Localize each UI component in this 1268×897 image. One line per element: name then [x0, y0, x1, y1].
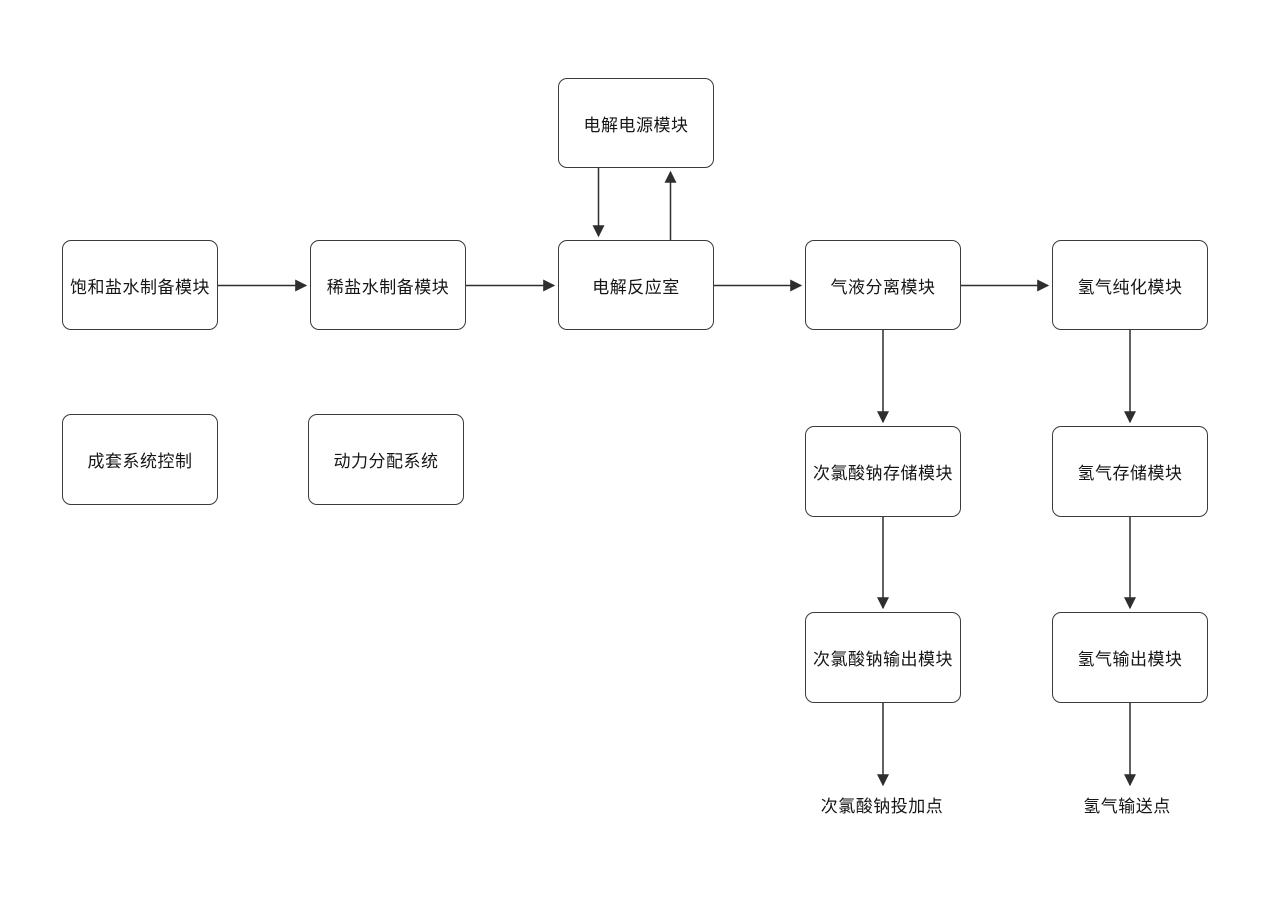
node-naclo-output: 次氯酸钠输出模块 — [805, 612, 961, 703]
node-hydrogen-storage: 氢气存储模块 — [1052, 426, 1208, 517]
label-hydrogen-delivery-point: 氢气输送点 — [1083, 797, 1171, 816]
node-gas-liquid-separation: 气液分离模块 — [805, 240, 961, 330]
node-electrolysis-chamber: 电解反应室 — [558, 240, 714, 330]
node-power-distribution: 动力分配系统 — [308, 414, 464, 505]
node-saturated-brine-preparation: 饱和盐水制备模块 — [62, 240, 218, 330]
node-dilute-brine-preparation: 稀盐水制备模块 — [310, 240, 466, 330]
node-power-module: 电解电源模块 — [558, 78, 714, 168]
node-system-control: 成套系统控制 — [62, 414, 218, 505]
node-hydrogen-output: 氢气输出模块 — [1052, 612, 1208, 703]
node-naclo-storage: 次氯酸钠存储模块 — [805, 426, 961, 517]
node-hydrogen-purification: 氢气纯化模块 — [1052, 240, 1208, 330]
label-naclo-dosing-point: 次氯酸钠投加点 — [820, 797, 944, 816]
